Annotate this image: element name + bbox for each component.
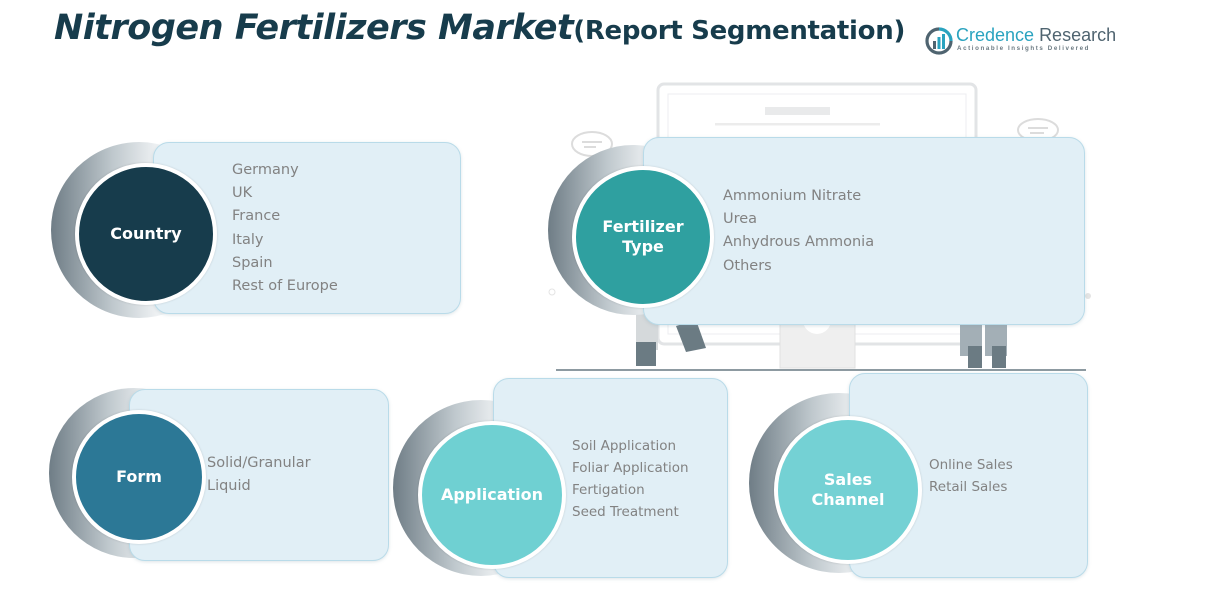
segment-label-circle: Fertilizer Type (572, 166, 714, 308)
segment-item: Fertigation (572, 482, 645, 498)
logo-tagline: Actionable Insights Delivered (957, 45, 1091, 52)
segment-label: Fertilizer Type (602, 217, 684, 256)
segment-label-circle: Country (75, 163, 217, 305)
segment-label-circle: Sales Channel (774, 416, 922, 564)
bar-chart-logo-icon (925, 27, 953, 55)
segment-item: France (232, 208, 281, 225)
logo-name-credence: Credence (956, 25, 1035, 45)
segment-item: Italy (232, 231, 264, 248)
segment-items: Solid/Granular Liquid (207, 452, 311, 498)
segment-item: Seed Treatment (572, 504, 679, 520)
segment-items: Online Sales Retail Sales (929, 454, 1013, 498)
logo-name-research: Research (1039, 25, 1117, 45)
segment-item: Liquid (207, 478, 251, 495)
segment-item: Spain (232, 254, 273, 271)
segment-items: Germany UK France Italy Spain Rest of Eu… (232, 159, 338, 298)
person-right-legs-illustration (960, 320, 1007, 368)
segment-label: Sales Channel (811, 470, 885, 509)
segment-item: Retail Sales (929, 479, 1008, 495)
segment-item: Germany (232, 162, 299, 178)
segment-item: Foliar Application (572, 460, 689, 476)
segment-label: Country (110, 224, 182, 243)
segment-item: Others (723, 257, 772, 274)
segment-label-circle: Application (418, 421, 566, 569)
credence-research-logo: Credence Research Actionable Insights De… (925, 25, 1116, 59)
segment-item: Urea (723, 211, 758, 228)
segment-item: Ammonium Nitrate (723, 188, 862, 204)
segment-item: UK (232, 185, 253, 202)
title-main: Nitrogen Fertilizers Market (54, 8, 574, 48)
segment-item: Solid/Granular (207, 455, 311, 471)
segment-item: Online Sales (929, 457, 1013, 473)
page-title: Nitrogen Fertilizers Market(Report Segme… (54, 8, 905, 48)
segment-item: Soil Application (572, 438, 677, 454)
title-subtitle: (Report Segmentation) (573, 16, 906, 46)
segment-items: Soil Application Foliar Application Fert… (572, 435, 689, 523)
segment-item: Rest of Europe (232, 278, 338, 295)
segment-item: Anhydrous Ammonia (723, 234, 875, 251)
segment-label: Form (116, 467, 162, 486)
logo-name: Credence Research (956, 25, 1116, 46)
segment-label: Application (440, 485, 544, 504)
segment-items: Ammonium Nitrate Urea Anhydrous Ammonia … (723, 185, 874, 278)
segment-label-circle: Form (72, 410, 206, 544)
